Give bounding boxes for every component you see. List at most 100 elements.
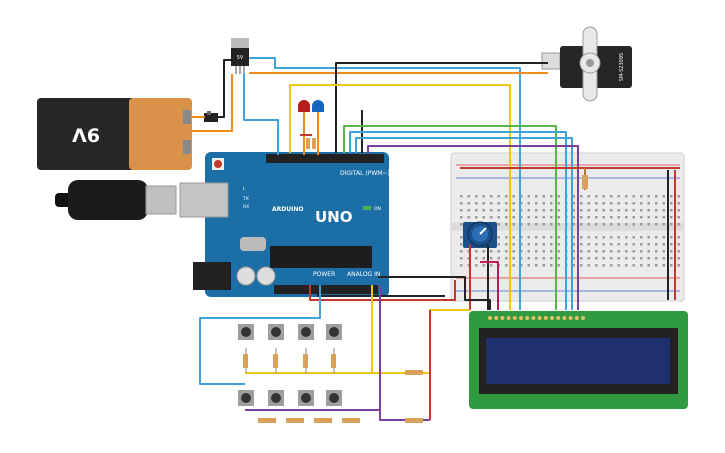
breadboard-hole (625, 250, 628, 253)
push-button (326, 324, 342, 340)
breadboard-hole (617, 243, 620, 246)
lcd-pin (500, 316, 505, 320)
breadboard-hole (467, 195, 470, 198)
breadboard-hole (520, 202, 523, 205)
breadboard-hole (512, 223, 515, 226)
breadboard-hole (647, 236, 650, 239)
breadboard-hole (662, 250, 665, 253)
breadboard-hole (655, 223, 658, 226)
breadboard-hole (520, 195, 523, 198)
breadboard-hole (662, 264, 665, 267)
push-button (238, 324, 254, 340)
breadboard-hole (617, 209, 620, 212)
breadboard-hole (602, 216, 605, 219)
breadboard-hole (662, 243, 665, 246)
breadboard-hole (587, 223, 590, 226)
breadboard-hole (640, 209, 643, 212)
breadboard-hole (647, 202, 650, 205)
breadboard-hole (595, 264, 598, 267)
breadboard-hole (527, 195, 530, 198)
breadboard-hole (587, 250, 590, 253)
breadboard-hole (490, 209, 493, 212)
breadboard-hole (527, 202, 530, 205)
lcd-pin (494, 316, 499, 320)
breadboard-hole (632, 223, 635, 226)
breadboard-hole (617, 195, 620, 198)
breadboard-hole (527, 209, 530, 212)
breadboard-hole (625, 202, 628, 205)
breadboard-hole (655, 264, 658, 267)
breadboard-hole (482, 195, 485, 198)
potentiometer (463, 221, 497, 248)
breadboard-hole (550, 264, 553, 267)
breadboard-hole (587, 243, 590, 246)
breadboard-hole (497, 250, 500, 253)
breadboard-hole (670, 264, 673, 267)
breadboard-hole (535, 243, 538, 246)
breadboard-hole (512, 216, 515, 219)
breadboard-hole (475, 257, 478, 260)
breadboard-hole (677, 195, 680, 198)
breadboard-hole (602, 202, 605, 205)
breadboard-hole (662, 202, 665, 205)
lcd-pin (519, 316, 523, 320)
breadboard-hole (460, 243, 463, 246)
breadboard-hole (572, 223, 575, 226)
breadboard-hole (655, 243, 658, 246)
breadboard-hole (670, 250, 673, 253)
power-led (363, 206, 371, 210)
breadboard-hole (505, 243, 508, 246)
breadboard-hole (625, 216, 628, 219)
uno-label: UNO (315, 208, 353, 226)
breadboard-hole (520, 236, 523, 239)
breadboard-hole (527, 250, 530, 253)
battery-9v: 9V (37, 98, 192, 170)
breadboard-hole (467, 257, 470, 260)
breadboard-hole (677, 223, 680, 226)
breadboard-hole (557, 257, 560, 260)
breadboard-hole (647, 264, 650, 267)
breadboard-hole (602, 264, 605, 267)
lcd-pin (556, 316, 561, 320)
breadboard-hole (557, 216, 560, 219)
breadboard-hole (482, 257, 485, 260)
breadboard-hole (587, 209, 590, 212)
breadboard-hole (640, 195, 643, 198)
lcd-pin (506, 316, 511, 320)
push-button (268, 390, 284, 406)
breadboard-hole (610, 223, 613, 226)
breadboard-hole (670, 202, 673, 205)
breadboard-hole (527, 257, 530, 260)
breadboard-hole (677, 250, 680, 253)
breadboard-hole (550, 216, 553, 219)
breadboard-hole (535, 195, 538, 198)
breadboard-hole (490, 195, 493, 198)
breadboard-hole (677, 209, 680, 212)
breadboard-hole (475, 195, 478, 198)
breadboard-hole (520, 257, 523, 260)
breadboard-hole (580, 216, 583, 219)
lcd-pin (525, 316, 530, 320)
breadboard-hole (460, 216, 463, 219)
breadboard-hole (595, 250, 598, 253)
battery-label: 9V (72, 124, 100, 146)
lcd-pins (488, 316, 585, 320)
breadboard-hole (475, 202, 478, 205)
breadboard-hole (610, 243, 613, 246)
lcd-pin (550, 316, 554, 320)
breadboard-hole (670, 216, 673, 219)
breadboard-hole (617, 250, 620, 253)
brand-label: ARDUINO (272, 206, 303, 213)
lcd-16x2 (469, 311, 688, 409)
breadboard-hole (505, 209, 508, 212)
breadboard-hole (580, 264, 583, 267)
breadboard-hole (647, 195, 650, 198)
breadboard-hole (490, 202, 493, 205)
breadboard-hole (512, 236, 515, 239)
breadboard-hole (467, 264, 470, 267)
breadboard-hole (512, 195, 515, 198)
breadboard-hole (460, 195, 463, 198)
breadboard-hole (632, 202, 635, 205)
breadboard-hole (460, 257, 463, 260)
